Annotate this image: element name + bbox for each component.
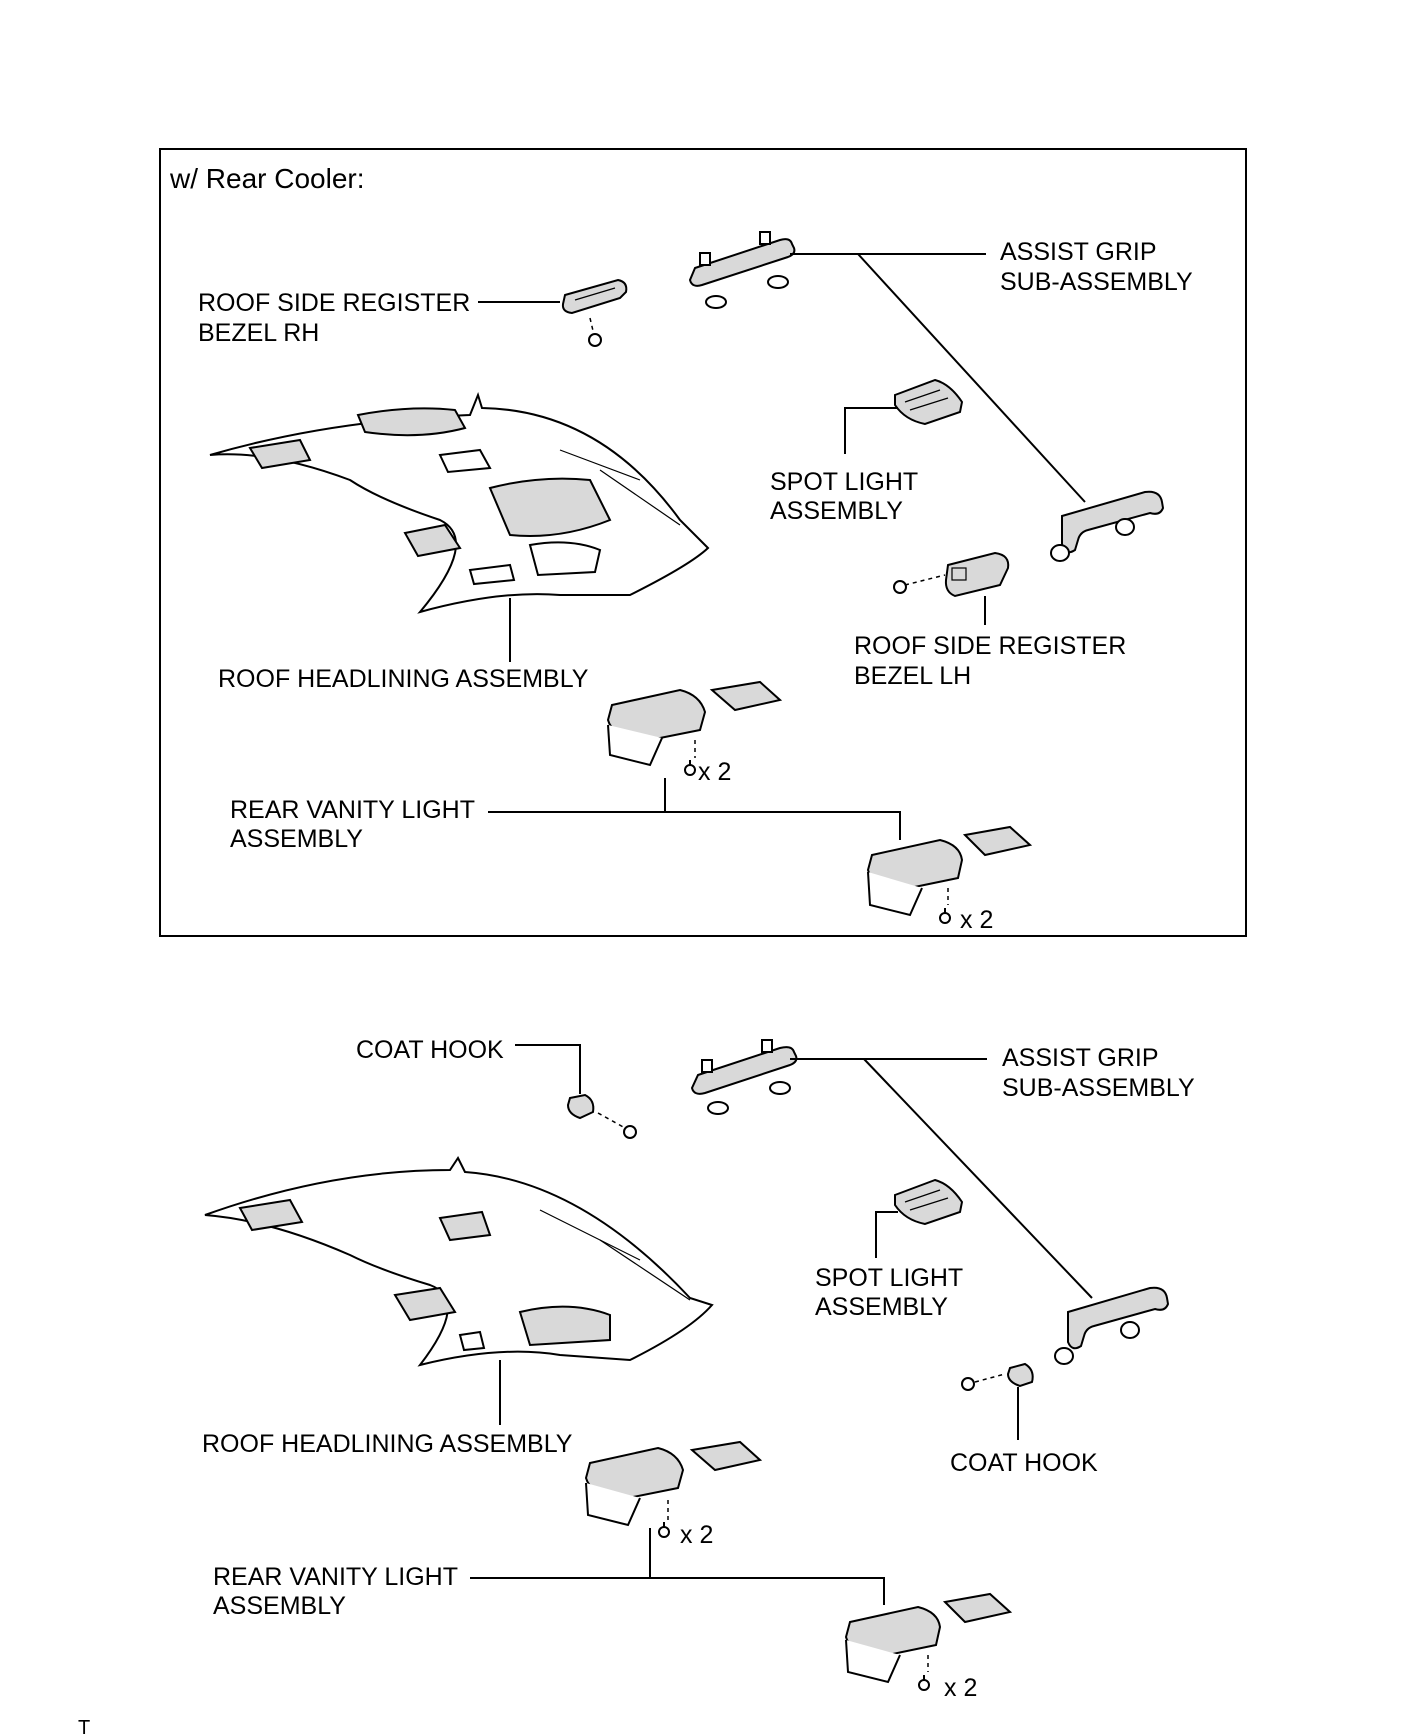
vanity-qty-bottom-2: x 2 [944, 1674, 977, 1702]
vanity-light-label-top: REAR VANITY LIGHT ASSEMBLY [230, 796, 481, 853]
coat-hook-label-bottom: COAT HOOK [950, 1449, 1098, 1477]
spot-light-upper-part [894, 378, 964, 426]
top-panel-heading: w/ Rear Cooler: [169, 163, 365, 194]
vanity-light-lower-2-part [844, 1592, 1013, 1691]
top-panel-frame [159, 148, 1247, 937]
vanity-light-lower-1-part [584, 1440, 763, 1538]
coat-hook-lower-part [961, 1362, 1034, 1391]
roof-headlining-upper-part [209, 391, 710, 614]
spot-light-lower-part [894, 1178, 964, 1226]
assist-grip-label-top: ASSIST GRIP SUB-ASSEMBLY [1000, 238, 1193, 296]
spot-light-label-bottom: SPOT LIGHT ASSEMBLY [815, 1264, 970, 1321]
coat-hook-label-top: COAT HOOK [356, 1036, 504, 1064]
assist-grip-upper-part [688, 231, 796, 309]
vanity-light-upper-1-part [606, 680, 783, 776]
roof-headlining-label-bottom: ROOF HEADLINING ASSEMBLY [202, 1430, 573, 1458]
roof-headlining-label-top: ROOF HEADLINING ASSEMBLY [218, 665, 589, 693]
register-bezel-lh-label: ROOF SIDE REGISTER BEZEL LH [854, 632, 1133, 690]
register-bezel-rh-part [561, 278, 628, 347]
assist-grip-lower-part [1050, 490, 1165, 562]
register-bezel-rh-label: ROOF SIDE REGISTER BEZEL RH [198, 289, 477, 347]
register-bezel-lh-part [893, 551, 1010, 598]
vanity-light-label-bottom: REAR VANITY LIGHT ASSEMBLY [213, 1563, 464, 1620]
vanity-qty-top-2: x 2 [960, 906, 993, 934]
assist-grip-bottom-upper-part [690, 1039, 798, 1115]
spot-light-label-top: SPOT LIGHT ASSEMBLY [770, 468, 925, 525]
coat-hook-upper-part [566, 1093, 637, 1139]
roof-headlining-lower-part [204, 1156, 714, 1367]
assist-grip-bottom-lower-part [1054, 1286, 1170, 1365]
footer-code: T [78, 1717, 90, 1734]
assist-grip-label-bottom: ASSIST GRIP SUB-ASSEMBLY [1002, 1044, 1195, 1102]
vanity-qty-top-1: x 2 [698, 758, 731, 786]
vanity-qty-bottom-1: x 2 [680, 1521, 713, 1549]
vanity-light-upper-2-part [866, 825, 1033, 924]
